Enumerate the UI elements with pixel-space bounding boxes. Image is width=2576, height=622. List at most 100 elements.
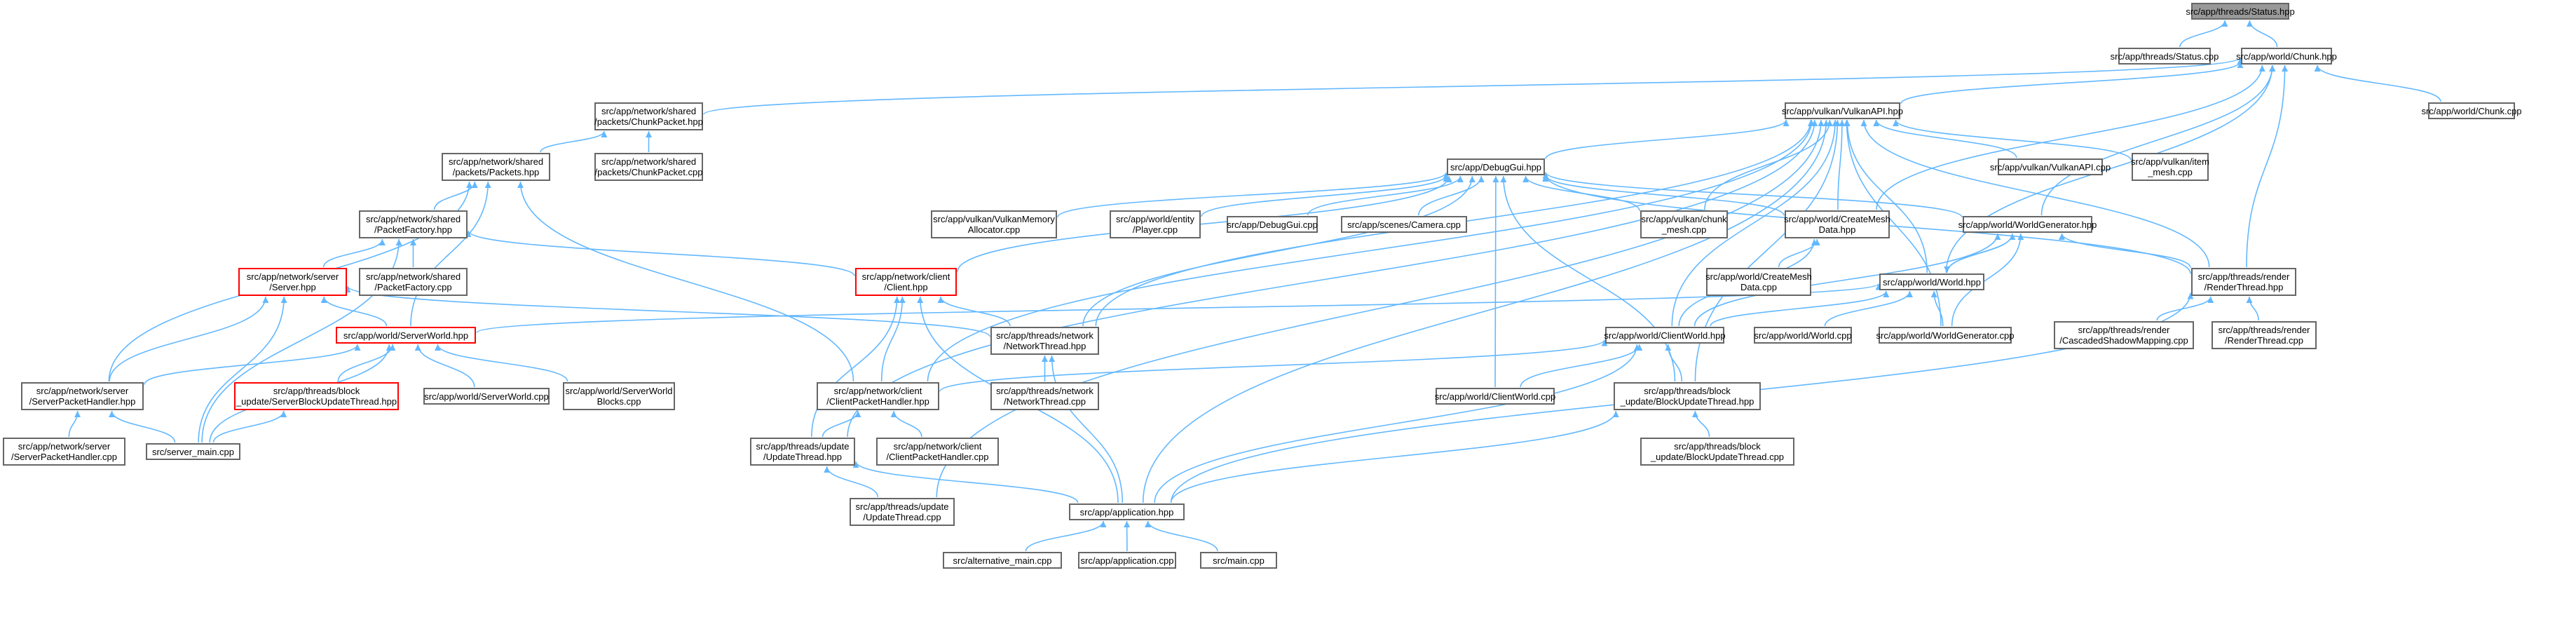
node-label: src/app/DebugGui.cpp: [1227, 219, 1318, 230]
node-cascaded-cpp[interactable]: src/app/threads/render/CascadedShadowMap…: [2054, 321, 2194, 349]
node-label: _update/BlockUpdateThread.cpp: [1650, 452, 1785, 462]
node-chunkpacket-cpp[interactable]: src/app/network/shared/packets/ChunkPack…: [594, 153, 703, 181]
node-vulkanapi-hpp[interactable]: src/app/vulkan/VulkanAPI.hpp: [1782, 102, 1903, 119]
node-label: src/alternative_main.cpp: [953, 555, 1052, 566]
edge-debuggui_cpp-to-debuggui_hpp: [1307, 175, 1464, 216]
node-clientpackethandler-hpp[interactable]: src/app/network/client/ClientPacketHandl…: [817, 382, 939, 410]
edge-item_mesh_cpp-to-vulkanapi_hpp: [1893, 119, 2132, 161]
node-renderthread-cpp[interactable]: src/app/threads/render/RenderThread.cpp: [2212, 321, 2317, 349]
edge-worldgenerator_cpp-to-world_hpp: [1930, 290, 1944, 327]
node-world-cpp[interactable]: src/app/world/World.cpp: [1754, 327, 1852, 344]
node-label: src/app/threads/render: [2197, 271, 2290, 282]
edge-server_main_cpp-to-serverblockupdate_hpp: [212, 410, 287, 443]
node-updatethread-hpp[interactable]: src/app/threads/update/UpdateThread.hpp: [750, 438, 855, 466]
node-label: src/app/world/CreateMesh: [1784, 214, 1890, 224]
node-label: /ServerPacketHandler.cpp: [11, 452, 118, 462]
node-clientworld-cpp[interactable]: src/app/world/ClientWorld.cpp: [1435, 388, 1555, 405]
node-alternative-main-cpp[interactable]: src/alternative_main.cpp: [943, 552, 1062, 569]
node-networkthread-hpp[interactable]: src/app/threads/network/NetworkThread.hp…: [990, 327, 1099, 355]
node-label: src/app/network/shared: [365, 271, 461, 282]
edge-serverpackethandler_hpp-to-serverworld_hpp: [144, 344, 361, 385]
edge-networkthread_hpp-to-client_hpp: [937, 296, 1011, 327]
node-label: src/app/world/ServerWorld: [565, 386, 673, 396]
edge-worldgenerator_hpp-to-world_hpp: [1944, 233, 2013, 273]
node-client-hpp[interactable]: src/app/network/client/Client.hpp: [855, 268, 957, 296]
node-application-cpp[interactable]: src/app/application.cpp: [1078, 552, 1176, 569]
node-server-hpp[interactable]: src/app/network/server/Server.hpp: [238, 268, 347, 296]
node-label: src/app/DebugGui.hpp: [1450, 161, 1542, 173]
node-chunk-cpp[interactable]: src/app/world/Chunk.cpp: [2421, 102, 2522, 119]
node-renderthread-hpp[interactable]: src/app/threads/render/RenderThread.hpp: [2191, 268, 2296, 296]
node-label: Data.cpp: [1740, 282, 1778, 292]
edge-world_hpp-to-chunk_hpp: [1945, 65, 2276, 273]
node-clientpackethandler-cpp[interactable]: src/app/network/client/ClientPacketHandl…: [876, 438, 999, 466]
edge-server_hpp-to-packetfactory_hpp: [322, 238, 386, 268]
node-clientworld-hpp[interactable]: src/app/world/ClientWorld.hpp: [1604, 327, 1726, 344]
node-label: /ServerPacketHandler.hpp: [29, 396, 136, 407]
edge-status_cpp-to-status_hpp: [2179, 20, 2228, 48]
edge-vulkanapi_hpp-to-chunk_hpp: [1900, 61, 2244, 104]
node-chunk-mesh-cpp[interactable]: src/app/vulkan/chunk_mesh.cpp: [1640, 210, 1728, 238]
node-updatethread-cpp[interactable]: src/app/threads/update/UpdateThread.cpp: [850, 498, 955, 526]
edge-server_main_cpp-to-serverpackethandler_hpp: [109, 410, 176, 443]
node-status-cpp[interactable]: src/app/threads/Status.cpp: [2111, 48, 2219, 65]
node-application-hpp[interactable]: src/app/application.hpp: [1069, 503, 1185, 520]
node-label: src/app/world/World.hpp: [1883, 276, 1981, 288]
node-packets-hpp[interactable]: src/app/network/shared/packets/Packets.h…: [442, 153, 550, 181]
node-debuggui-hpp[interactable]: src/app/DebugGui.hpp: [1447, 158, 1545, 175]
node-blockupdate-cpp[interactable]: src/app/threads/block_update/BlockUpdate…: [1640, 438, 1794, 466]
node-world-hpp[interactable]: src/app/world/World.hpp: [1879, 273, 1984, 290]
node-server-main-cpp[interactable]: src/server_main.cpp: [146, 443, 240, 460]
node-packetfactory-cpp[interactable]: src/app/network/shared/PacketFactory.cpp: [359, 268, 468, 296]
node-label: /UpdateThread.cpp: [863, 512, 941, 522]
node-worldgenerator-hpp[interactable]: src/app/world/WorldGenerator.hpp: [1958, 216, 2097, 233]
node-label: src/app/world/Chunk.hpp: [2236, 50, 2337, 62]
node-serverpackethandler-hpp[interactable]: src/app/network/server/ServerPacketHandl…: [21, 382, 144, 410]
edge-serverworldblocks_cpp-to-serverworld_hpp: [434, 344, 568, 382]
edge-serverworld_hpp-to-world_hpp: [476, 283, 1881, 334]
node-networkthread-cpp[interactable]: src/app/threads/network/NetworkThread.cp…: [990, 382, 1099, 410]
node-label: src/app/world/Chunk.cpp: [2421, 105, 2522, 116]
edge-serverblockupdate_hpp-to-serverworld_hpp: [337, 344, 396, 382]
edge-clientworld_hpp-to-world_hpp: [1710, 290, 1890, 327]
edge-createmesh_cpp-to-createmesh_hpp: [1778, 238, 1820, 268]
node-label: /Player.cpp: [1132, 224, 1178, 235]
node-blockupdate-hpp[interactable]: src/app/threads/block_update/BlockUpdate…: [1614, 382, 1761, 410]
edge-renderthread_hpp-to-vulkanapi_hpp: [1860, 119, 2210, 268]
node-worldgenerator-cpp[interactable]: src/app/world/WorldGenerator.cpp: [1876, 327, 2015, 344]
node-serverworld-cpp[interactable]: src/app/world/ServerWorld.cpp: [423, 388, 550, 405]
node-label: src/app/threads/network: [996, 386, 1093, 396]
node-label: src/app/application.cpp: [1080, 555, 1174, 566]
node-vulkanapi-cpp[interactable]: src/app/vulkan/VulkanAPI.cpp: [1990, 158, 2111, 175]
node-label: src/app/threads/network: [996, 330, 1093, 341]
node-label: src/server_main.cpp: [151, 446, 235, 457]
node-item-mesh-cpp[interactable]: src/app/vulkan/item_mesh.cpp: [2131, 153, 2209, 181]
node-serverblockupdate-hpp[interactable]: src/app/threads/block_update/ServerBlock…: [234, 382, 399, 410]
node-debuggui-cpp[interactable]: src/app/DebugGui.cpp: [1227, 216, 1318, 233]
edge-worldgenerator_cpp-to-worldgenerator_hpp: [1951, 233, 2024, 327]
edge-chunkpacket_hpp-to-chunk_hpp: [703, 57, 2244, 115]
edge-worldgenerator_hpp-to-debuggui_hpp: [1542, 172, 1963, 218]
node-serverpackethandler-cpp[interactable]: src/app/network/server/ServerPacketHandl…: [3, 438, 125, 466]
edge-updatethread_cpp-to-vulkanapi_hpp: [936, 119, 1825, 498]
node-label: src/app/network/shared: [365, 214, 461, 224]
node-label: src/main.cpp: [1213, 555, 1265, 566]
node-chunkpacket-hpp[interactable]: src/app/network/shared/packets/ChunkPack…: [594, 102, 703, 130]
edge-blockupdate_hpp-to-debuggui_hpp: [1500, 175, 1676, 382]
edge-application_hpp-to-networkthread_hpp: [1049, 355, 1124, 503]
edge-networkthread_hpp-to-debuggui_hpp: [1082, 175, 1476, 327]
node-label: _mesh.cpp: [1661, 224, 1707, 235]
node-serverworld-hpp[interactable]: src/app/world/ServerWorld.hpp: [336, 327, 476, 344]
node-label: src/app/network/client: [893, 441, 982, 452]
node-packetfactory-hpp[interactable]: src/app/network/shared/PacketFactory.hpp: [359, 210, 468, 238]
edge-debuggui_hpp-to-vulkanapi_hpp: [1545, 119, 1790, 159]
node-chunk-hpp[interactable]: src/app/world/Chunk.hpp: [2236, 48, 2337, 65]
node-main-cpp[interactable]: src/main.cpp: [1200, 552, 1277, 569]
node-camera-cpp[interactable]: src/app/scenes/Camera.cpp: [1341, 216, 1467, 233]
node-player-cpp[interactable]: src/app/world/entity/Player.cpp: [1110, 210, 1201, 238]
